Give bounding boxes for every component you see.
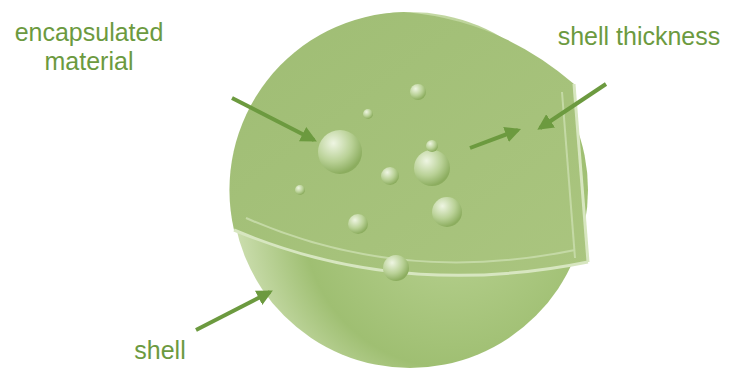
- callout-label: shell thickness: [551, 22, 727, 51]
- cut-face: [229, 12, 588, 275]
- shell-rim: [234, 230, 588, 275]
- encapsulated-bubbles: [295, 84, 462, 281]
- leader-arrow: [470, 130, 518, 148]
- callout-label: shell: [120, 336, 200, 365]
- callout-label: encapsulated material: [4, 18, 174, 76]
- shell-inner-edge: [246, 218, 575, 262]
- leader-arrow: [540, 84, 606, 128]
- shell-rim: [574, 84, 588, 262]
- leader-arrow: [196, 292, 270, 330]
- leader-arrow: [232, 98, 314, 140]
- shell-inner-edge: [562, 92, 575, 258]
